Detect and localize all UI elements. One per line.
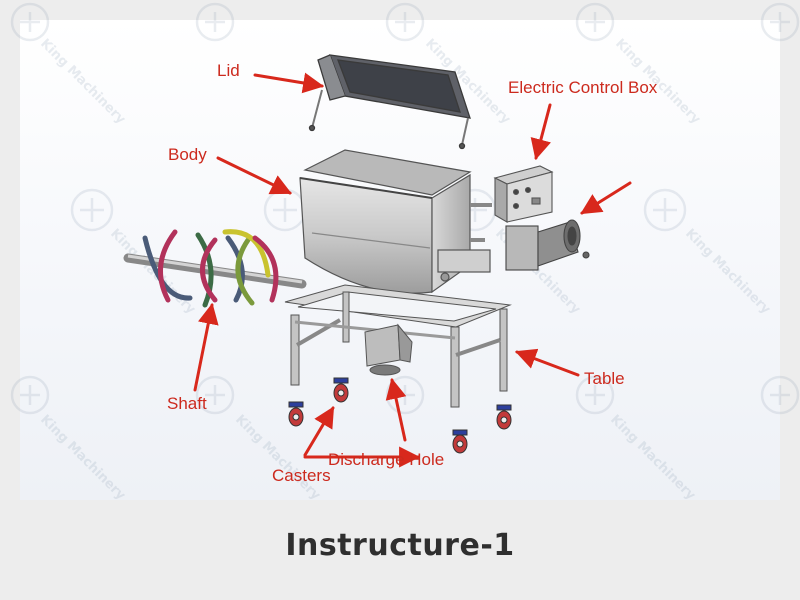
watermark-text: King Machinery — [37, 36, 128, 127]
shaft-arrow — [193, 302, 219, 392]
label-table: Table — [584, 369, 625, 388]
king-machinery-logo-icon — [263, 188, 307, 232]
label-shaft: Shaft — [167, 394, 207, 413]
motor-arrow — [580, 181, 632, 215]
watermark-logos — [10, 2, 800, 415]
king-machinery-logo-icon — [575, 375, 615, 415]
casters-arrow-1 — [303, 406, 335, 457]
electric-control-box-part — [493, 165, 554, 223]
caster — [452, 429, 468, 454]
callout-arrows — [193, 72, 632, 468]
caster — [288, 401, 304, 427]
king-machinery-logo-icon — [195, 2, 235, 42]
watermark-text: King Machinery — [682, 226, 773, 317]
king-machinery-logo-icon — [643, 188, 687, 232]
lid-part — [308, 54, 471, 150]
label-discharge-hole: Discharge Hole — [328, 450, 445, 469]
caster — [333, 377, 349, 403]
king-machinery-logo-icon — [760, 2, 800, 42]
discharge-hole-part — [364, 323, 413, 376]
watermark-text: King Machinery — [37, 412, 128, 503]
king-machinery-logo-icon — [70, 188, 114, 232]
discharge-arrow — [385, 377, 407, 442]
lid-arrow — [253, 72, 325, 94]
table-arrow — [515, 348, 580, 377]
king-machinery-logo-icon — [195, 375, 235, 415]
caster — [496, 404, 512, 430]
label-lid: Lid — [217, 61, 240, 80]
king-machinery-logo-icon — [10, 2, 50, 42]
king-machinery-logo-icon — [760, 375, 800, 415]
motor-part — [505, 219, 590, 271]
label-body: Body — [168, 145, 207, 164]
king-machinery-logo-icon — [10, 375, 50, 415]
table-part — [284, 284, 512, 408]
label-casters: Casters — [272, 466, 331, 485]
king-machinery-logo-icon — [575, 2, 615, 42]
king-machinery-logo-icon — [385, 2, 425, 42]
watermark-text: King Machinery — [107, 226, 198, 317]
body-arrow — [216, 156, 292, 195]
casters-part — [288, 377, 512, 454]
shaft-part — [123, 229, 307, 308]
control-box-arrow — [530, 103, 552, 161]
body-part — [299, 149, 492, 294]
watermark-text: King Machinery — [607, 412, 698, 503]
label-electric-control-box: Electric Control Box — [508, 78, 658, 97]
caption-title: Instructure-1 — [285, 528, 515, 563]
